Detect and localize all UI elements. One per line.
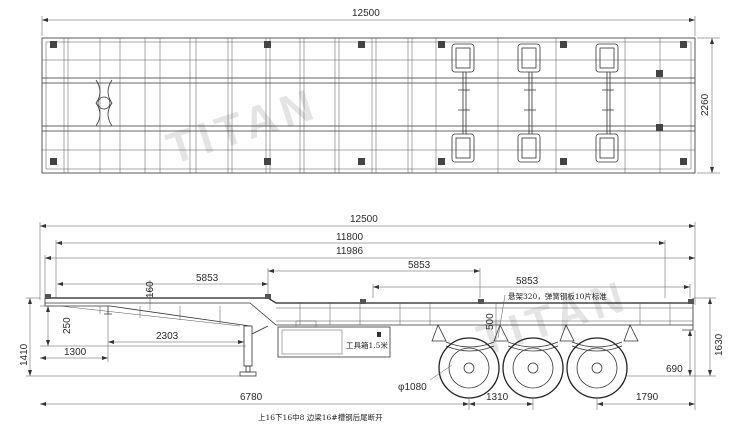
- landing-leg: [239, 325, 269, 377]
- rear-clearance-dimension: 690: [666, 364, 683, 375]
- tire-diameter: φ1080: [398, 382, 427, 393]
- side-length-11800: 11800: [336, 232, 364, 243]
- deck-height-dimension: 1410: [19, 343, 30, 366]
- kingpin-setback-dimension: 2303: [156, 331, 179, 342]
- suspension-height-dimension: 500: [485, 313, 496, 330]
- beam-height-dimension: 160: [145, 281, 156, 298]
- twistlock-spacing-rear: 5853: [516, 276, 539, 287]
- top-length-dimension: 12500: [352, 8, 380, 19]
- toolbox-label: 工具箱1.5米: [346, 340, 388, 350]
- side-view: 12500 11800 11986 5853 5853 5853 160: [19, 214, 725, 410]
- side-length-11986: 11986: [336, 246, 364, 257]
- toolbox: 工具箱1.5米: [277, 320, 391, 358]
- footer-note: 上16下16中8 边梁16#槽钢后尾断开: [258, 412, 383, 422]
- front-offset-dimension: 1300: [64, 347, 87, 358]
- rear-overhang-dimension: 1790: [636, 392, 659, 403]
- trailer-frame: [44, 294, 694, 331]
- side-overall-length: 12500: [350, 214, 378, 225]
- twistlocks-top: [50, 41, 687, 165]
- twistlock-spacing-front: 5853: [196, 273, 219, 284]
- rear-height-dimension: 1630: [714, 333, 725, 356]
- twistlock-spacing-middle: 5853: [408, 260, 431, 271]
- suspension-note: 悬架320，弹簧钢板10片标准: [508, 291, 607, 301]
- landing-leg-position-dimension: 6780: [240, 392, 263, 403]
- top-view: 12500: [41, 8, 720, 174]
- suspension: [431, 324, 639, 352]
- gooseneck-height-dimension: 250: [62, 317, 73, 334]
- axle-spacing-dimension: 1310: [486, 392, 509, 403]
- axle-assemblies-top: [451, 43, 619, 163]
- top-width-dimension: 2260: [700, 93, 711, 116]
